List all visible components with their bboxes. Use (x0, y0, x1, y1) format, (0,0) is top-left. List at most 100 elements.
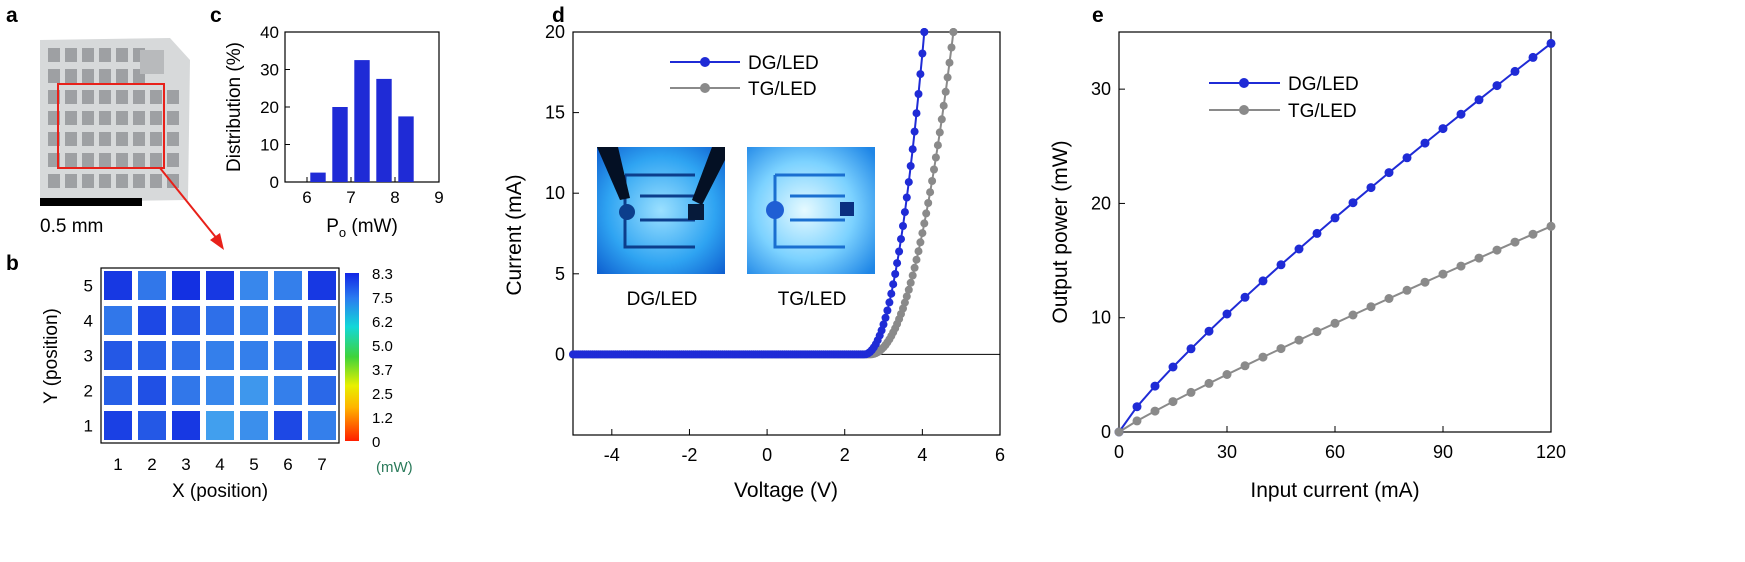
li-legend: DG/LED TG/LED (1209, 74, 1359, 122)
heatmap-x-tick-label: 7 (317, 455, 326, 474)
scale-bar (40, 198, 142, 206)
chip-led-cell (99, 69, 111, 83)
chip-led-cell (150, 153, 162, 167)
chip-led-cell (133, 153, 145, 167)
heatmap-cell (104, 306, 132, 335)
li-series-point (1330, 318, 1340, 328)
heatmap-x-tick-label: 5 (249, 455, 258, 474)
heatmap-cell (206, 306, 234, 335)
colorbar-tick-label: 1.2 (372, 410, 393, 427)
chip-square-pad (140, 50, 164, 74)
iv-y-tick-label: 5 (555, 264, 565, 284)
iv-series-point (943, 73, 952, 82)
inset-photo-tg-electrode (773, 173, 845, 249)
iv-series-point (879, 320, 888, 329)
heatmap-y-tick-label: 1 (84, 417, 93, 436)
heatmap-cell (172, 306, 200, 335)
li-series-point (1312, 327, 1322, 337)
heatmap-cell (104, 341, 132, 370)
chip-led-cell (133, 132, 145, 146)
heatmap-cell (172, 341, 200, 370)
heatmap-cell (172, 411, 200, 440)
heatmap-cell (274, 306, 302, 335)
iv-series-point (916, 70, 925, 79)
panel-letter-c: c (210, 4, 222, 27)
heatmap-cell (240, 411, 268, 440)
iv-y-tick-label: 15 (545, 103, 565, 123)
colorbar-tick-label: 3.7 (372, 362, 393, 379)
heatmap-cell (104, 376, 132, 405)
chip-led-cell (116, 90, 128, 104)
iv-legend: DG/LED TG/LED (670, 53, 819, 100)
chip-led-cell (167, 111, 179, 125)
heatmap-y-tick-label: 4 (84, 312, 93, 331)
scale-bar-label: 0.5 mm (40, 216, 103, 237)
chip-led-cell (133, 174, 145, 188)
heatmap-cell (206, 271, 234, 300)
li-series-point (1456, 109, 1466, 119)
chip-led-cell (82, 90, 94, 104)
bar-y-tick-label: 0 (270, 173, 279, 192)
iv-x-tick-label: 6 (995, 445, 1005, 465)
li-series-point (1240, 292, 1250, 302)
iv-series-point (897, 235, 905, 244)
iv-series-point (939, 101, 948, 110)
li-x-label: Input current (mA) (1250, 479, 1419, 502)
bar-x-label-main: P (326, 216, 339, 237)
heatmap-cell (240, 341, 268, 370)
bar-y-tick-label: 30 (260, 61, 279, 80)
iv-series-point (908, 271, 917, 280)
distribution-bar (310, 172, 326, 182)
chip-led-cell (116, 69, 128, 83)
iv-x-tick-label: 2 (840, 445, 850, 465)
li-series-point (1384, 294, 1394, 303)
iv-legend-label-tg: TG/LED (748, 79, 817, 100)
heatmap-x-tick-label: 4 (215, 455, 224, 474)
heatmap-cell (308, 306, 336, 335)
colorbar-tick-label: 8.3 (372, 266, 393, 283)
distribution-bar (354, 60, 370, 182)
li-y-tick-label: 30 (1091, 79, 1111, 99)
heatmap-x-tick-label: 6 (283, 455, 292, 474)
li-y-tick-label: 20 (1091, 193, 1111, 213)
panel-letter-d: d (552, 4, 565, 27)
iv-series-point (881, 313, 890, 322)
iv-series-point (922, 209, 931, 218)
heatmap-y-tick-label: 5 (84, 277, 93, 296)
iv-series-point (906, 278, 915, 287)
li-series-point (1546, 221, 1556, 231)
heatmap-cell (138, 341, 166, 370)
heatmap-y-tick-label: 3 (84, 347, 93, 366)
inset-photo-dg (597, 147, 725, 274)
li-legend-marker-dg (1239, 78, 1249, 88)
li-series-point (1348, 310, 1358, 320)
bar-x-tick-label: 6 (302, 188, 311, 207)
chip-led-cell (167, 90, 179, 104)
bar-y-tick-label: 20 (260, 98, 279, 117)
iv-series-point (899, 222, 907, 230)
heatmap-x-tick-label: 2 (147, 455, 156, 474)
inset-photo-dg-probe-right (692, 147, 725, 205)
li-series-point (1294, 244, 1304, 254)
iv-series-point (883, 306, 892, 315)
iv-y-tick-label: 10 (545, 183, 565, 203)
heatmap-cell (308, 341, 336, 370)
iv-series-point (949, 28, 958, 36)
heatmap-cell (138, 411, 166, 440)
bar-y-tick-label: 40 (260, 23, 279, 42)
inset-photo-dg-pad-right (688, 204, 704, 220)
li-series-point (1150, 406, 1160, 416)
li-series-point (1402, 153, 1412, 163)
chip-led-cell (65, 111, 77, 125)
iv-series-point (935, 128, 944, 137)
iv-series-point (947, 43, 956, 52)
chip-led-cell (99, 111, 111, 125)
heatmap-cell (172, 271, 200, 300)
